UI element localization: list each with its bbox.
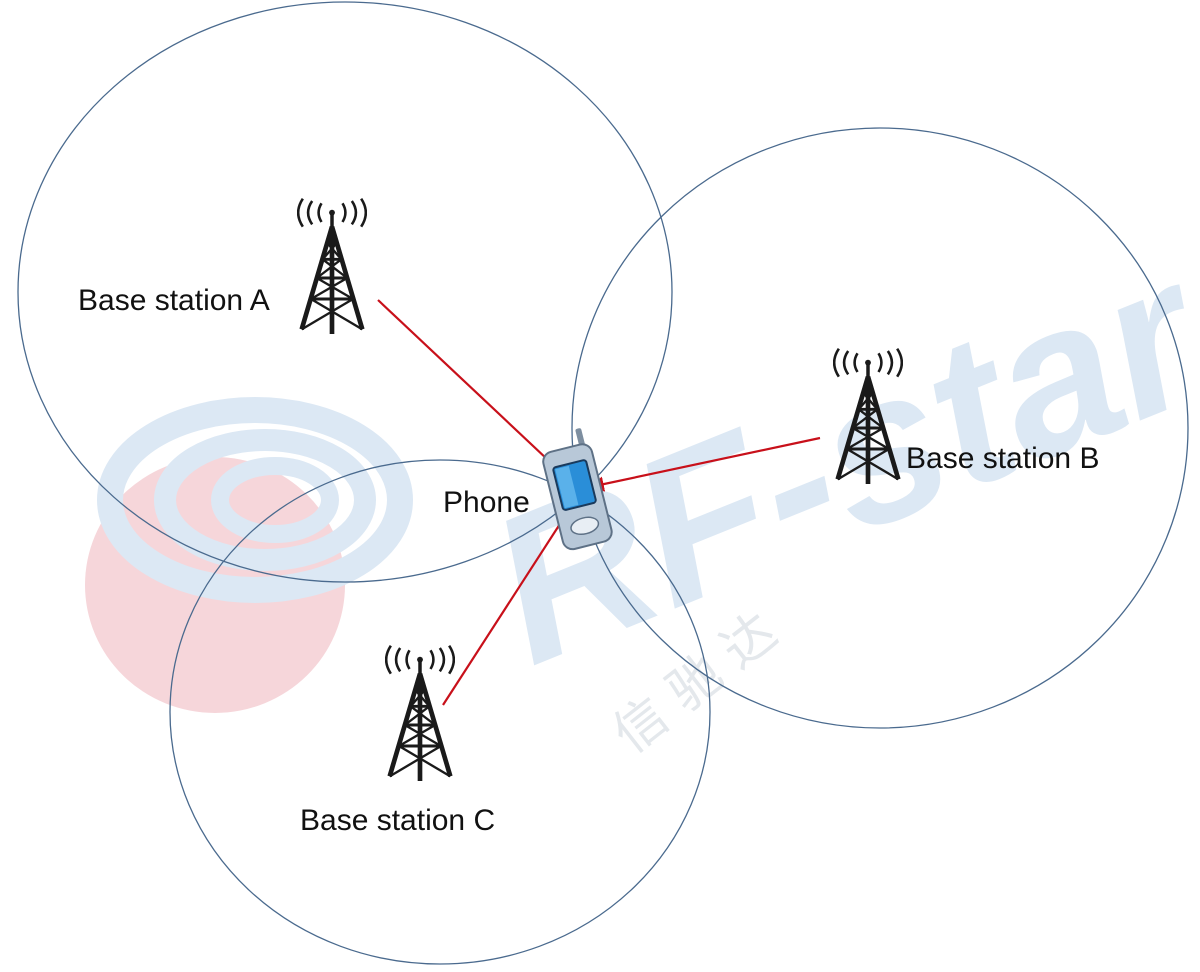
phone-label: Phone bbox=[443, 486, 530, 519]
station-label-a: Base station A bbox=[78, 284, 270, 317]
coverage-circle-b bbox=[571, 127, 1189, 729]
station-label-c: Base station C bbox=[300, 804, 495, 837]
coverage-circle-a bbox=[17, 1, 673, 583]
cell-tower-icon-c bbox=[386, 646, 454, 781]
signal-path-b bbox=[588, 436, 821, 492]
coverage-areas bbox=[17, 1, 1189, 965]
mobile-phone-icon bbox=[542, 428, 613, 551]
signal-path-c bbox=[442, 494, 579, 706]
watermark-logo-rings bbox=[97, 397, 413, 603]
coverage-circle-c bbox=[169, 459, 711, 965]
cell-tower-icon-a bbox=[298, 199, 366, 334]
station-label-b: Base station B bbox=[906, 442, 1099, 475]
